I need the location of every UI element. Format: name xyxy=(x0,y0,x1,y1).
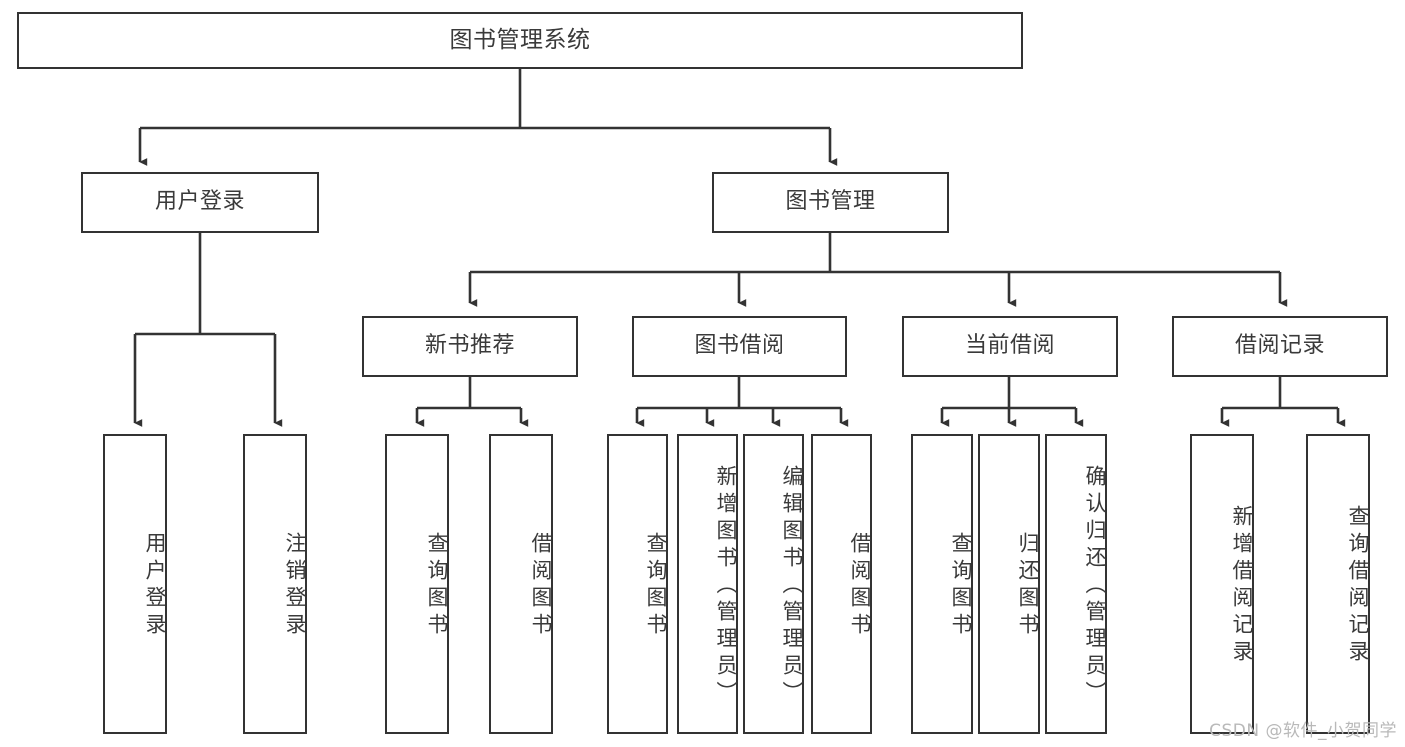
node-current-borrow-label: 当前借阅 xyxy=(964,333,1055,359)
csdn-watermark: CSDN @软件_小贺同学 xyxy=(1209,721,1397,741)
leaf-return-book[interactable]: 归还图书 xyxy=(978,434,1040,734)
node-book-borrow[interactable]: 图书借阅 xyxy=(632,316,847,377)
leaf-add-book-admin[interactable]: 新增图书（管理员） xyxy=(677,434,738,734)
node-current-borrow[interactable]: 当前借阅 xyxy=(902,316,1118,377)
leaf-edit-book-admin-label: 编辑图书（管理员） xyxy=(780,464,804,708)
node-borrow-record[interactable]: 借阅记录 xyxy=(1172,316,1388,377)
node-user-login-label: 用户登录 xyxy=(154,189,245,215)
node-book-manage-label: 图书管理 xyxy=(785,189,876,215)
leaf-query-book-2[interactable]: 查询图书 xyxy=(607,434,668,734)
node-user-login[interactable]: 用户登录 xyxy=(81,172,319,233)
leaf-query-borrow-record[interactable]: 查询借阅记录 xyxy=(1306,434,1370,734)
leaf-add-book-admin-label: 新增图书（管理员） xyxy=(714,464,738,708)
leaf-add-borrow-record-label: 新增借阅记录 xyxy=(1230,505,1254,667)
node-new-book-recommend-label: 新书推荐 xyxy=(424,333,515,359)
leaf-logout-login[interactable]: 注销登录 xyxy=(243,434,307,734)
leaf-borrow-book-1-label: 借阅图书 xyxy=(529,532,553,640)
node-root-label: 图书管理系统 xyxy=(449,26,591,53)
leaf-query-book-2-label: 查询图书 xyxy=(644,532,668,640)
leaf-user-login[interactable]: 用户登录 xyxy=(103,434,167,734)
leaf-add-borrow-record[interactable]: 新增借阅记录 xyxy=(1190,434,1254,734)
leaf-borrow-book-2-label: 借阅图书 xyxy=(848,532,872,640)
node-book-manage[interactable]: 图书管理 xyxy=(712,172,949,233)
leaf-edit-book-admin[interactable]: 编辑图书（管理员） xyxy=(743,434,804,734)
leaf-query-book-3-label: 查询图书 xyxy=(949,532,973,640)
leaf-return-book-label: 归还图书 xyxy=(1016,532,1040,640)
leaf-user-login-label: 用户登录 xyxy=(143,532,167,640)
leaf-query-borrow-record-label: 查询借阅记录 xyxy=(1346,505,1370,667)
node-borrow-record-label: 借阅记录 xyxy=(1234,333,1325,359)
node-book-borrow-label: 图书借阅 xyxy=(694,333,785,359)
leaf-query-book-3[interactable]: 查询图书 xyxy=(911,434,973,734)
leaf-query-book-1[interactable]: 查询图书 xyxy=(385,434,449,734)
node-root-book-management-system[interactable]: 图书管理系统 xyxy=(17,12,1023,69)
leaf-confirm-return-admin-label: 确认归还（管理员） xyxy=(1083,464,1107,708)
leaf-borrow-book-1[interactable]: 借阅图书 xyxy=(489,434,553,734)
leaf-confirm-return-admin[interactable]: 确认归还（管理员） xyxy=(1045,434,1107,734)
leaf-logout-login-label: 注销登录 xyxy=(283,532,307,640)
leaf-borrow-book-2[interactable]: 借阅图书 xyxy=(811,434,872,734)
leaf-query-book-1-label: 查询图书 xyxy=(425,532,449,640)
node-new-book-recommend[interactable]: 新书推荐 xyxy=(362,316,578,377)
